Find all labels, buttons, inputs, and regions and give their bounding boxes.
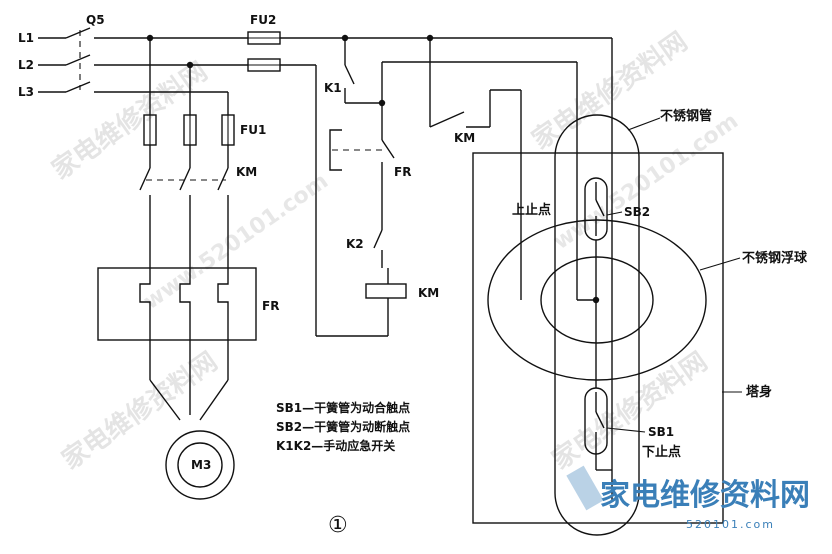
- label-ball: 不锈钢浮球: [742, 250, 808, 266]
- label-fu1: FU1: [240, 123, 266, 137]
- label-sb2: SB2: [624, 205, 650, 219]
- legend-line-sb1: SB1—干簧管为动合触点: [276, 400, 410, 415]
- watermark-text: 家电维修资料网: [46, 56, 213, 186]
- watermark-text: 家电维修资料网: [526, 26, 693, 156]
- label-tower: 塔身: [746, 384, 772, 400]
- label-l1: L1: [18, 31, 34, 45]
- label-l3: L3: [18, 85, 34, 99]
- brand-watermark: 家电维修资料网 520101.com: [566, 465, 810, 531]
- motor-m3: [165, 430, 235, 500]
- main-circuit: FU1 KM FR M3: [97, 38, 279, 500]
- label-fr-relay: FR: [262, 299, 279, 313]
- label-k2: K2: [346, 237, 364, 251]
- label-km-contact: KM: [454, 131, 475, 145]
- legend: SB1—干簧管为动合触点 SB2—干簧管为动断触点 K1K2—手动应急开关: [276, 400, 410, 453]
- label-l2: L2: [18, 58, 34, 72]
- power-lines: L1 L2 L3 Q5 FU2: [18, 13, 612, 99]
- watermark-url: www.520101.com: [139, 169, 333, 315]
- stainless-pipe: [554, 114, 640, 536]
- legend-line-sb2: SB2—干簧管为动断触点: [276, 419, 410, 434]
- label-q5: Q5: [86, 13, 105, 27]
- label-motor: M3: [191, 458, 211, 472]
- label-sb1: SB1: [648, 425, 674, 439]
- thermal-relay-fr: [97, 267, 257, 341]
- label-fr-contact: FR: [394, 165, 411, 179]
- brand-text: 家电维修资料网: [600, 478, 810, 513]
- figure-number: ①: [328, 513, 348, 538]
- watermark-text: 家电维修资料网: [546, 346, 713, 476]
- float-ball-inner: [540, 256, 654, 344]
- watermark-text: 家电维修资料网: [56, 346, 223, 476]
- legend-line-k1k2: K1K2—手动应急开关: [276, 438, 395, 453]
- contactor-coil-km: [365, 283, 407, 299]
- label-pipe: 不锈钢管: [660, 108, 712, 124]
- label-k1: K1: [324, 81, 342, 95]
- label-upper-point: 上止点: [512, 202, 551, 218]
- label-lower-point: 下止点: [642, 444, 681, 460]
- float-ball-outer: [487, 219, 707, 381]
- label-km-main: KM: [236, 165, 257, 179]
- tower-body: [472, 152, 724, 524]
- label-fu2: FU2: [250, 13, 276, 27]
- label-km-coil: KM: [418, 286, 439, 300]
- brand-url: 520101.com: [686, 518, 775, 531]
- float-assembly: 塔身 不锈钢浮球 不锈钢管 SB2 上止点 SB1 下止点: [472, 90, 808, 536]
